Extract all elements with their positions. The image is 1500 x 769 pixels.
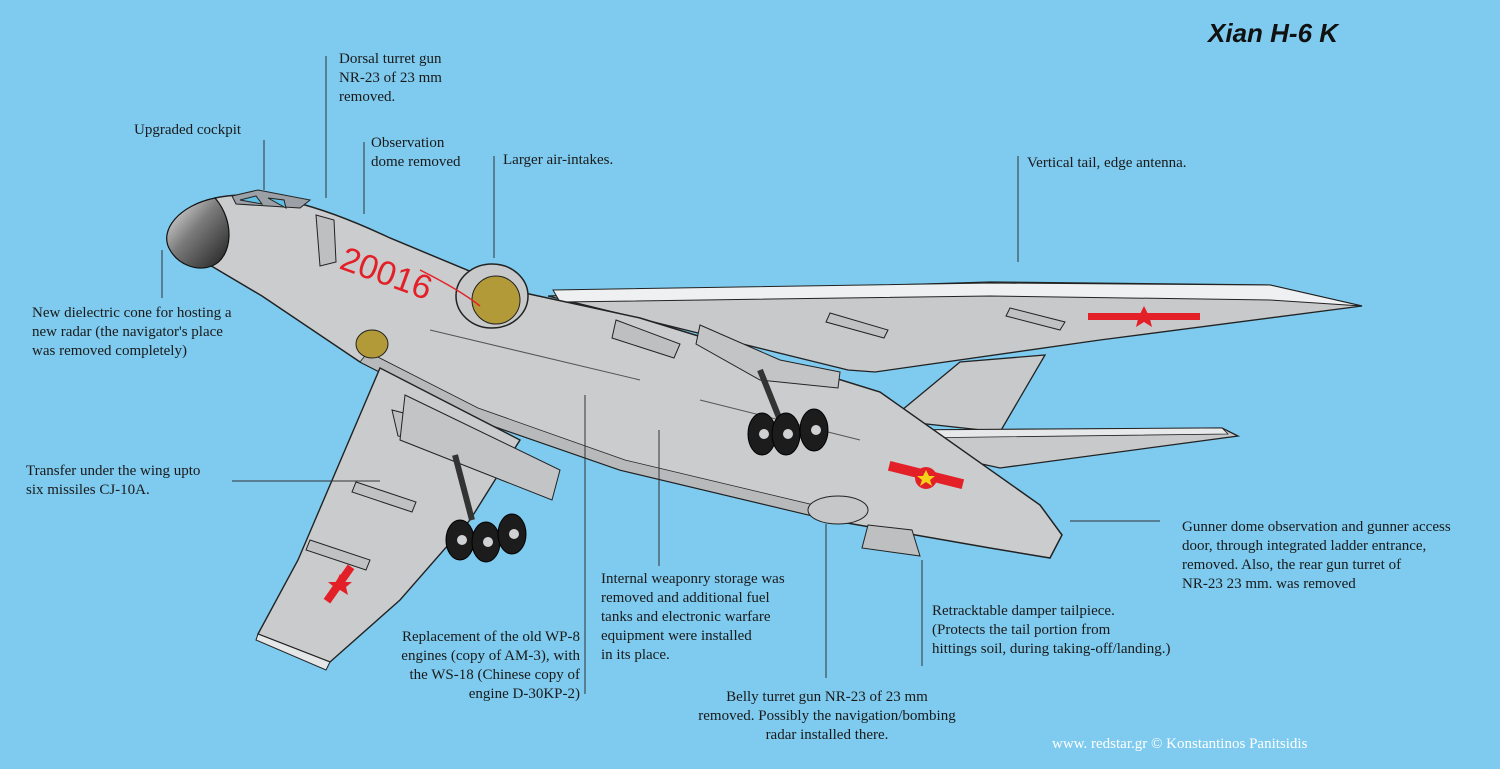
callout-damper-tailpiece: Retracktable damper tailpiece. (Protects… xyxy=(932,603,1171,657)
callout-cockpit: Upgraded cockpit xyxy=(134,122,242,138)
serial-number-marking: 20016 xyxy=(338,240,437,308)
callout-vertical-tail: Vertical tail, edge antenna. xyxy=(1027,155,1187,171)
callout-gunner-dome: Gunner dome observation and gunner acces… xyxy=(1182,519,1451,592)
callout-dorsal-turret: Dorsal turret gun NR-23 of 23 mm removed… xyxy=(339,51,442,105)
landing-gear xyxy=(445,368,829,563)
insignia-left-wing xyxy=(323,564,355,604)
callout-missiles: Transfer under the wing upto six missile… xyxy=(26,463,201,498)
callout-engines: Replacement of the old WP-8 engines (cop… xyxy=(401,629,580,702)
engine-pods xyxy=(391,319,841,501)
callout-belly-turret: Belly turret gun NR-23 of 23 mm removed.… xyxy=(698,689,956,743)
air-intake xyxy=(355,263,529,359)
damper-tailpiece xyxy=(861,524,921,557)
insignia-right-wing xyxy=(1088,306,1200,327)
diagram-title: Xian H-6 K xyxy=(1208,18,1339,48)
callout-air-intakes: Larger air-intakes. xyxy=(503,152,614,168)
serial-number: 20016 xyxy=(338,240,437,308)
leader-lines xyxy=(161,56,1160,694)
callout-dielectric-cone: New dielectric cone for hosting a new ra… xyxy=(32,305,232,359)
fuselage xyxy=(207,189,1063,559)
belly-fairing xyxy=(807,495,869,525)
callout-observation-dome: Observation dome removed xyxy=(371,135,461,170)
callout-weaponry-storage: Internal weaponry storage was removed an… xyxy=(601,571,785,663)
credit-line: www. redstar.gr © Konstantinos Panitsidi… xyxy=(1052,736,1308,752)
right-wing xyxy=(547,281,1363,373)
nose-radome xyxy=(166,197,230,269)
insignia-fuselage xyxy=(887,460,965,490)
